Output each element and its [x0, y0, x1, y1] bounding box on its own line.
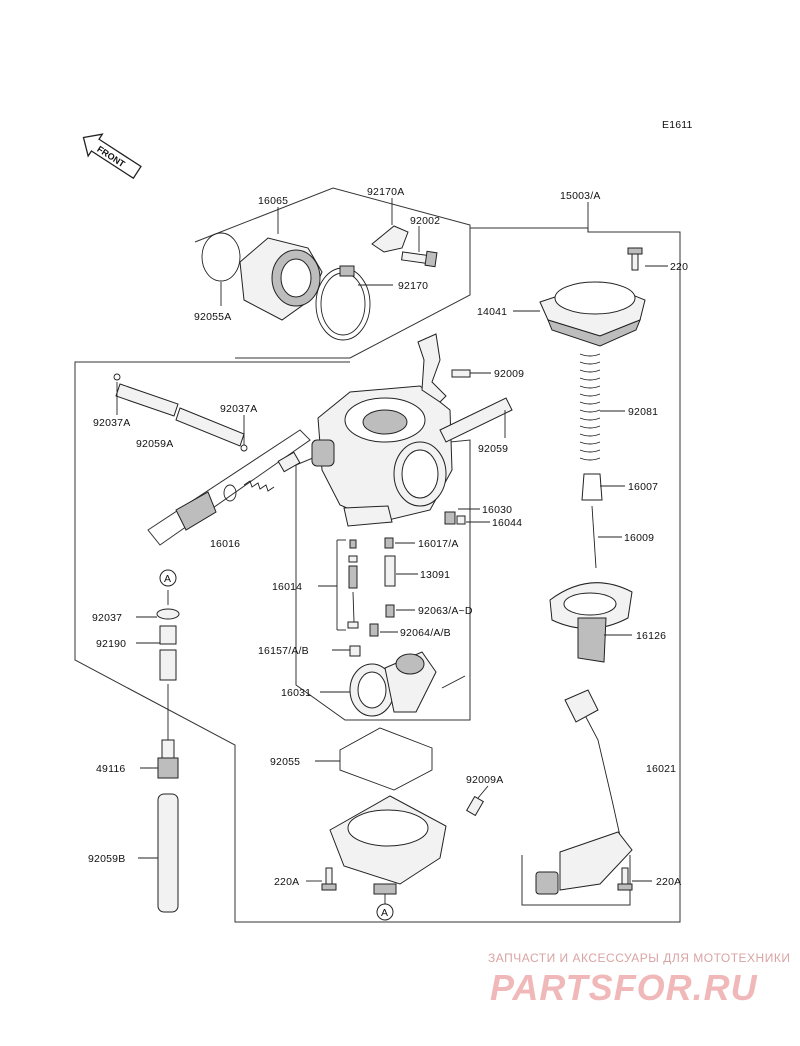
- watermark-brand: PARTSFOR.RU: [490, 967, 758, 1008]
- label-92009a: 92009A: [466, 774, 503, 786]
- label-92002: 92002: [410, 215, 440, 227]
- label-16016: 16016: [210, 538, 240, 550]
- parts-16030-16044: [444, 511, 466, 525]
- label-92055a: 92055A: [194, 311, 231, 323]
- needle-jet-13091: [384, 555, 396, 587]
- label-16065: 16065: [258, 195, 288, 207]
- label-16126: 16126: [636, 630, 666, 642]
- spring-92081: [579, 353, 601, 461]
- holder-16007: [581, 473, 603, 501]
- float-bowl: [329, 795, 447, 895]
- screw-220a-right: [617, 867, 633, 891]
- jet-92064: [369, 623, 379, 637]
- label-16030: 16030: [482, 504, 512, 516]
- label-49116: 49116: [96, 763, 125, 775]
- reference-a-top: A: [159, 569, 177, 587]
- clip-92037a-right: [240, 444, 248, 452]
- diagram-code: E1611: [662, 119, 693, 131]
- hose-92059b: [157, 793, 179, 913]
- label-16031: 16031: [281, 687, 311, 699]
- top-cover-14041: [539, 281, 646, 347]
- clip-92037a-left: [113, 373, 121, 381]
- main-jet-92063: [385, 604, 395, 618]
- jet-16017a: [384, 537, 394, 549]
- cable-group-frame: [521, 855, 631, 906]
- hose-92059: [439, 397, 513, 443]
- label-92059a: 92059A: [136, 438, 173, 450]
- jet-set-16014: [336, 539, 359, 631]
- label-92064: 92064/A/B: [400, 627, 451, 639]
- part-16157: [349, 645, 361, 657]
- diaphragm-16126: [549, 582, 633, 663]
- label-16017a: 16017/A: [418, 538, 459, 550]
- throttle-body-16031: [349, 651, 466, 717]
- label-16044: 16044: [492, 517, 522, 529]
- clamp-92170: [315, 265, 371, 341]
- intake-group-frame: [194, 187, 471, 359]
- label-92037: 92037: [92, 612, 122, 624]
- label-15003a: 15003/A: [560, 190, 601, 202]
- reference-a-bottom: A: [376, 894, 394, 921]
- hose-92190: [159, 625, 177, 681]
- label-92009: 92009: [494, 368, 524, 380]
- jet-needle-16009: [591, 505, 597, 569]
- label-16157: 16157/A/B: [258, 645, 309, 657]
- ref-a-top-label: A: [164, 573, 171, 585]
- label-16014: 16014: [272, 581, 302, 593]
- screw-220: [627, 247, 643, 271]
- cable-16021: [535, 689, 633, 895]
- front-arrow-icon: FRONT: [82, 133, 142, 180]
- label-16007: 16007: [628, 481, 658, 493]
- starter-plunger-16016: [147, 429, 311, 546]
- screw-220a-left: [321, 867, 337, 891]
- label-220a-left: 220A: [274, 876, 299, 888]
- part-labels: 16065 92170A 92002 92170 92055A 15003/A …: [88, 186, 688, 888]
- label-92037a-right: 92037A: [220, 403, 257, 415]
- clip-92037: [156, 608, 180, 620]
- screw-92002: [401, 250, 438, 268]
- label-92170: 92170: [398, 280, 428, 292]
- label-16009: 16009: [624, 532, 654, 544]
- label-13091: 13091: [420, 569, 450, 581]
- carb-holder-16065: [239, 237, 323, 321]
- label-16021: 16021: [646, 763, 676, 775]
- label-92059: 92059: [478, 443, 508, 455]
- label-220a-right: 220A: [656, 876, 681, 888]
- label-14041: 14041: [477, 306, 507, 318]
- leader-lines: [116, 198, 668, 882]
- label-220: 220: [670, 261, 688, 273]
- screw-92009: [451, 369, 471, 378]
- label-92081: 92081: [628, 406, 658, 418]
- gasket-92055: [339, 727, 433, 791]
- carburetor-body: [311, 385, 453, 527]
- screw-92009a: [465, 795, 485, 817]
- ref-a-bottom-label: A: [381, 907, 388, 919]
- watermark: ЗАПЧАСТИ И АКСЕССУАРЫ ДЛЯ МОТОТЕХНИКИ PA…: [488, 951, 790, 1008]
- lever-bracket: [417, 333, 447, 403]
- hose-92059a: [115, 383, 245, 447]
- clamp-bracket-92170a: [371, 225, 409, 253]
- label-92059b: 92059B: [88, 853, 125, 865]
- label-92063: 92063/A~D: [418, 605, 473, 617]
- watermark-caption: ЗАПЧАСТИ И АКСЕССУАРЫ ДЛЯ МОТОТЕХНИКИ: [488, 951, 790, 965]
- label-92037a-left: 92037A: [93, 417, 130, 429]
- o-ring-92055a: [201, 232, 241, 282]
- label-92055: 92055: [270, 756, 300, 768]
- label-92190: 92190: [96, 638, 126, 650]
- fitting-49116: [157, 739, 179, 779]
- label-92170a: 92170A: [367, 186, 404, 198]
